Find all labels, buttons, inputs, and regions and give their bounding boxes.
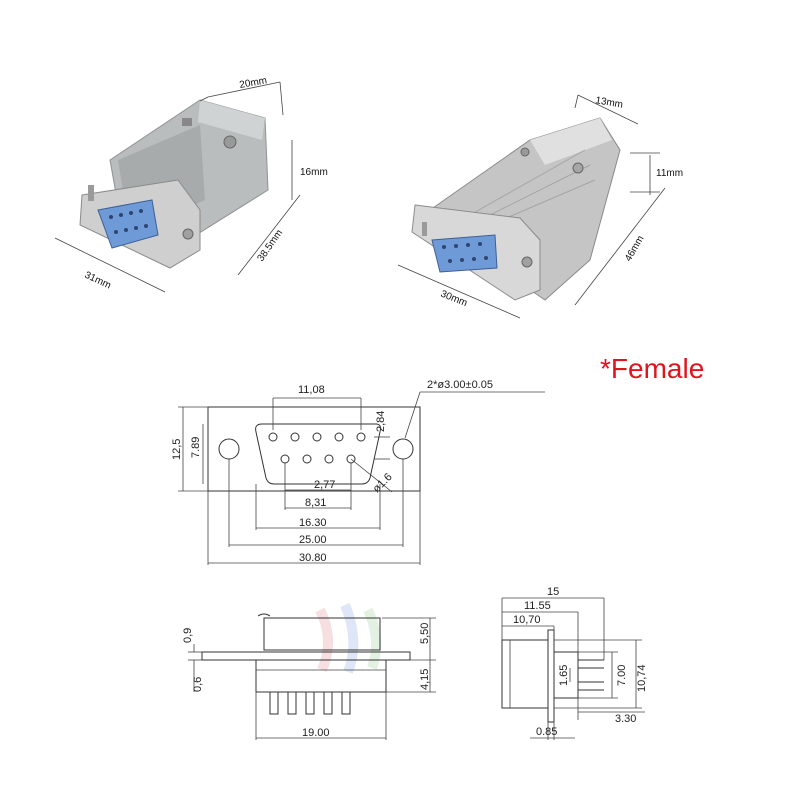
right-w5: 0.85 [536, 726, 557, 738]
row-offset: 2,84 [375, 411, 387, 432]
right-w4: 3.30 [615, 713, 636, 725]
dim-8-31: 8,31 [305, 497, 326, 509]
dim-25-00: 25.00 [299, 534, 327, 546]
plastic-height-label: 16mm [300, 167, 328, 178]
height-outer: 12,5 [171, 439, 183, 460]
hole-note: 2*ø3.00±0.05 [427, 379, 493, 391]
right-h1: 1.65 [558, 665, 570, 686]
front-view-drawing: 11,08 2*ø3.00±0.05 12,5 7.89 2,84 ø1.6 2… [171, 379, 545, 565]
right-w2: 11.55 [524, 600, 551, 612]
dim-30-80: 30.80 [299, 552, 327, 564]
side-h2: 0,6 [192, 677, 204, 692]
side-view-drawing: 0,9 0,6 5,50 4,15 19.00 [182, 603, 436, 740]
metal-width-label: 13mm [594, 95, 623, 111]
dim-16-30: 16.30 [299, 517, 327, 529]
plastic-front-width-label: 31mm [83, 270, 113, 292]
side-width: 19.00 [302, 727, 330, 739]
side-h4: 4,15 [419, 669, 431, 690]
metal-front-width-label: 30mm [439, 289, 469, 310]
female-label: *Female [600, 353, 704, 384]
plastic-hood-photo [79, 99, 269, 269]
metal-hood-photo [411, 117, 621, 301]
pin-spacing-top: 11,08 [298, 384, 325, 396]
right-w3: 10,70 [513, 614, 541, 626]
height-inner: 7.89 [190, 437, 202, 458]
right-h3: 10,74 [636, 664, 648, 692]
right-view-drawing: 15 11.55 10,70 1.65 7.00 10,74 3.30 0.85 [501, 586, 648, 740]
metal-height-label: 11mm [656, 168, 683, 179]
plastic-width-label: 20mm [239, 75, 268, 91]
right-h2: 7.00 [616, 665, 628, 686]
side-h1: 0,9 [182, 628, 194, 643]
side-h3: 5,50 [419, 623, 431, 644]
dim-2-77: 2,77 [314, 479, 335, 491]
right-w1: 15 [547, 586, 559, 598]
